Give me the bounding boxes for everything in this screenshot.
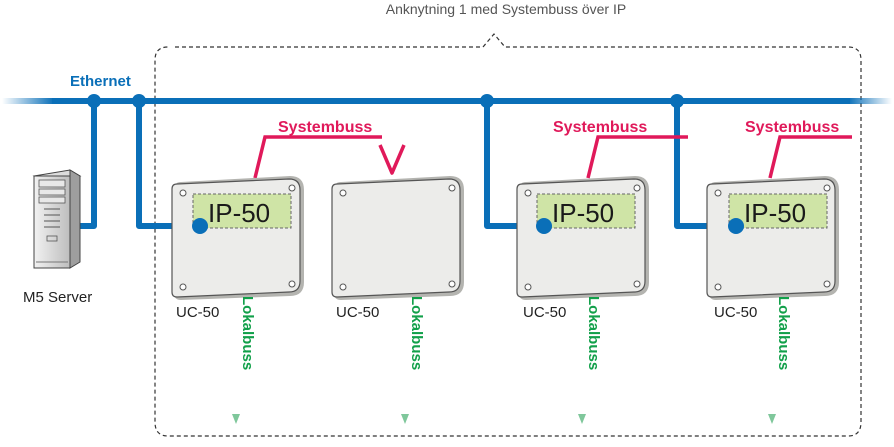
ip-module [536, 193, 636, 229]
systembus-label: Systembuss [745, 119, 839, 136]
unit-controller: Systembuss IP-50 UC-50 Lokalbuss [516, 119, 722, 418]
ethernet-port-dot [536, 218, 552, 234]
server-tower [32, 169, 82, 269]
localbus-arrowheads [232, 414, 776, 424]
systembus-label: Systembuss [553, 119, 647, 136]
ethernet-label: Ethernet [70, 73, 131, 90]
localbus-label: Lokalbuss [239, 296, 256, 370]
ethernet-backbone [2, 98, 892, 104]
systembus-label: Systembuss [278, 119, 372, 136]
unit-controller: Systembuss IP-50 UC-50 Lokalbuss [171, 119, 382, 418]
unit-controller: UC-50 Lokalbuss [331, 143, 464, 418]
ip-module-label: IP-50 [744, 198, 806, 228]
unit-controller: Systembuss IP-50 UC-50 Lokalbuss [706, 119, 890, 418]
localbus-label: Lokalbuss [408, 296, 425, 370]
ip-module [728, 193, 828, 229]
ethernet-port-dot [728, 218, 744, 234]
systembus-line [586, 135, 688, 179]
unit-label: UC-50 [714, 304, 757, 321]
ip-module-label: IP-50 [552, 198, 614, 228]
localbus-label: Lokalbuss [775, 296, 792, 370]
localbus-label: Lokalbuss [585, 296, 602, 370]
ethernet-port-dot [192, 218, 208, 234]
unit-label: UC-50 [336, 304, 379, 321]
systembus-branch [378, 144, 406, 175]
systembus-line [768, 135, 852, 179]
ip-module-label: IP-50 [208, 198, 270, 228]
unit-enclosure [331, 178, 461, 298]
server-label: M5 Server [23, 289, 92, 306]
systembus-group-outline [154, 33, 862, 437]
server-ethernet-link [80, 101, 97, 229]
unit-label: UC-50 [523, 304, 566, 321]
ip-module [192, 193, 292, 229]
diagram-caption: Anknytning 1 med Systembuss över IP [386, 1, 626, 17]
systembus-line [253, 135, 382, 179]
unit-label: UC-50 [176, 304, 219, 321]
